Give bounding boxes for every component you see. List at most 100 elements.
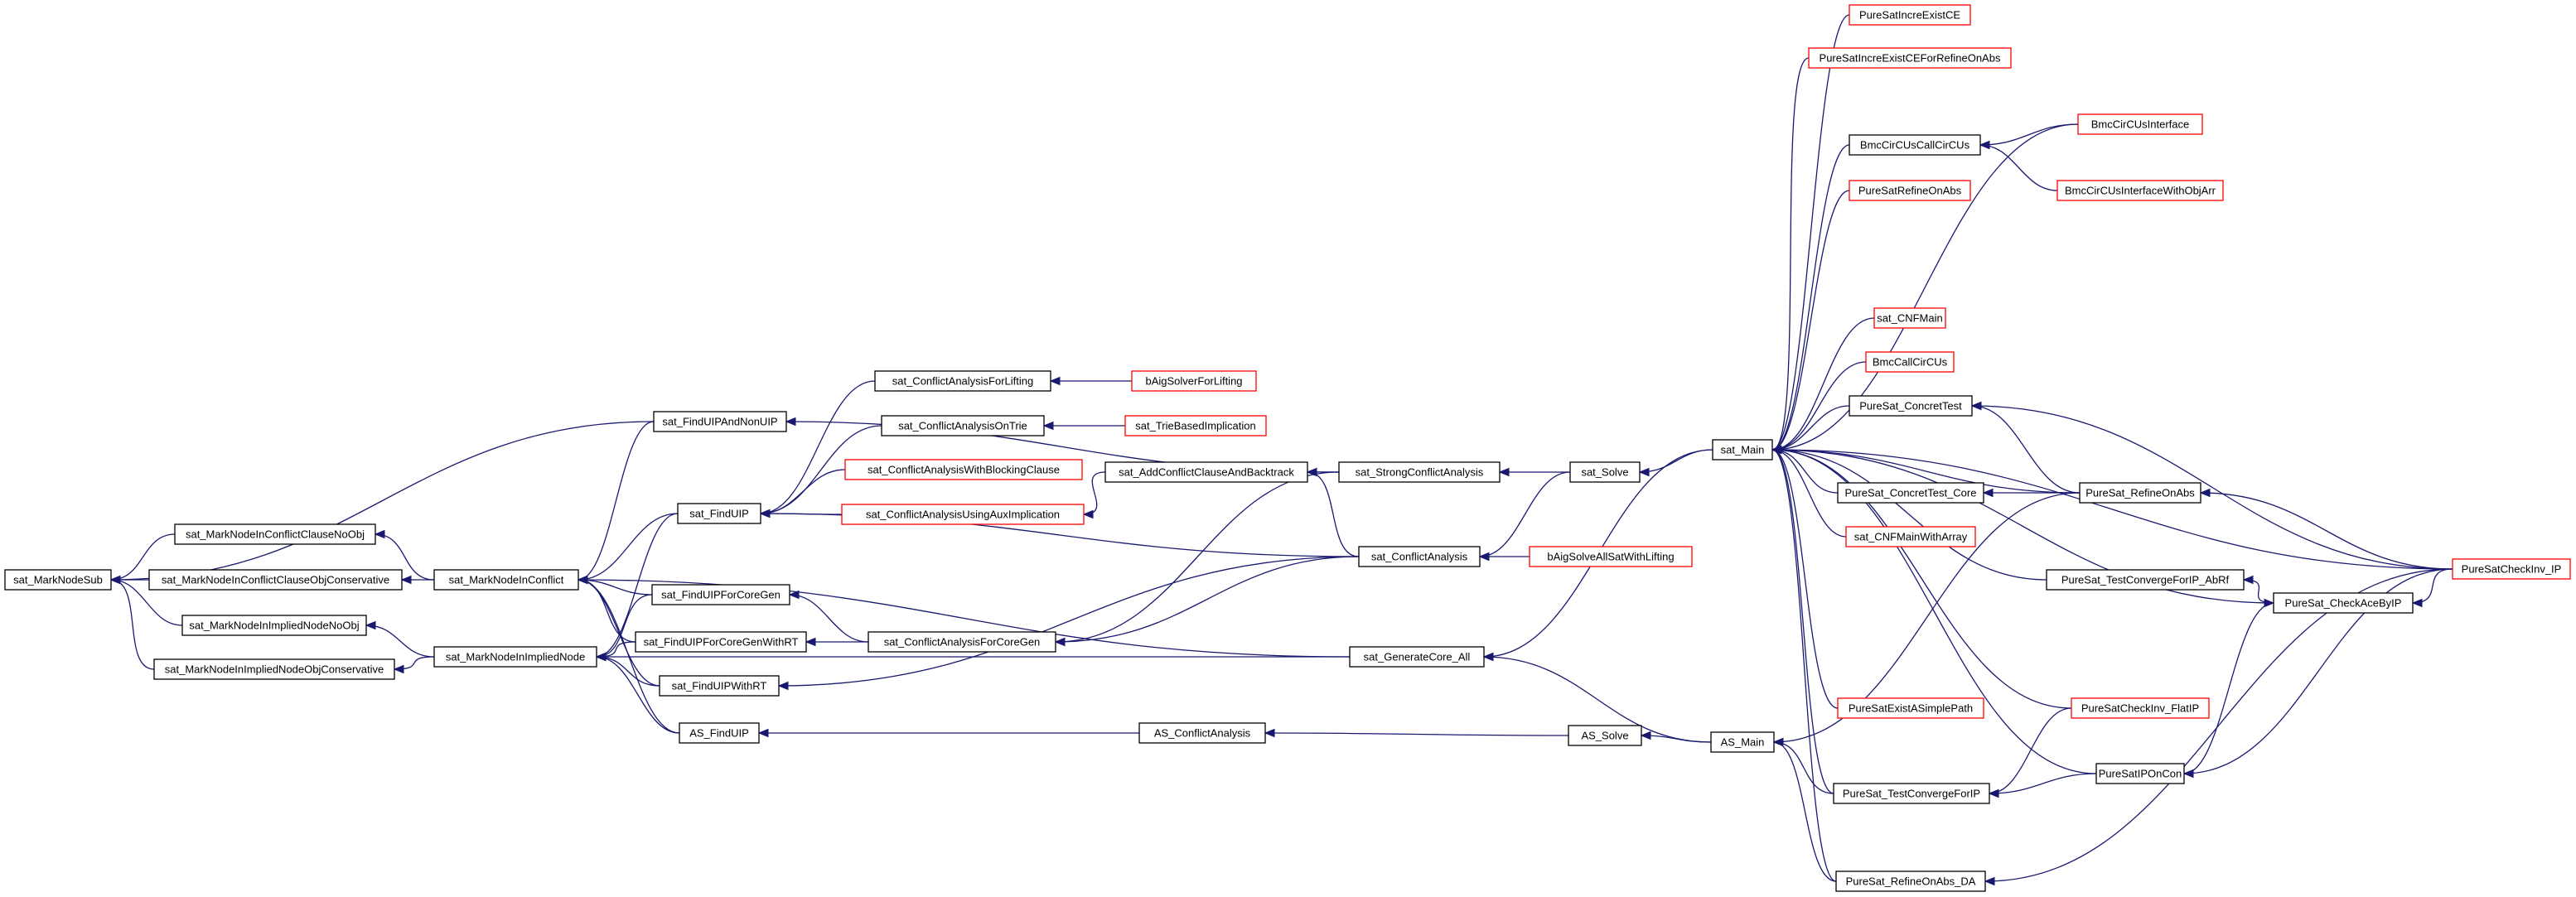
node-sat-finduipwithrt[interactable]: sat_FindUIPWithRT <box>659 675 780 697</box>
node-bmccircusinterface[interactable]: BmcCirCUsInterface <box>2077 113 2203 135</box>
node-sat-finduipforcoregen[interactable]: sat_FindUIPForCoreGen <box>651 584 790 605</box>
node-sat-marknodeinconflict[interactable]: sat_MarkNodeInConflict <box>433 569 579 591</box>
node-label: AS_Solve <box>1581 730 1628 742</box>
node-box <box>153 658 395 680</box>
node-box <box>2046 569 2245 591</box>
node-sat-cnfmain[interactable]: sat_CNFMain <box>1873 307 1946 329</box>
node-sat-generatecore-all[interactable]: sat_GenerateCore_All <box>1349 646 1485 668</box>
node-baigsolveallsatwithlifting[interactable]: bAigSolveAllSatWithLifting <box>1529 546 1693 567</box>
node-box <box>1835 870 1986 892</box>
edge-arrowhead <box>1306 467 1317 477</box>
node-sat-marknodesub[interactable]: sat_MarkNodeSub <box>4 569 112 591</box>
edge-arrowhead <box>1498 467 1510 477</box>
node-sat-main[interactable]: sat_Main <box>1712 439 1773 461</box>
node-label: sat_ConflictAnalysisForCoreGen <box>884 636 1041 649</box>
node-sat-finduipforcoregenwithrt[interactable]: sat_FindUIPForCoreGenWithRT <box>635 631 807 653</box>
node-puresat-checkacebyip[interactable]: PureSat_CheckAceByIP <box>2273 592 2414 614</box>
edge-arrowhead <box>393 664 404 674</box>
node-sat-finduip[interactable]: sat_FindUIP <box>677 503 761 524</box>
node-sat-triebasedimplication[interactable]: sat_TrieBasedImplication <box>1124 415 1267 436</box>
edge-arrowhead <box>2411 598 2423 608</box>
node-layer: sat_MarkNodeSub sat_MarkNodeInConflictCla… <box>4 4 2571 892</box>
node-label: PureSatExistASimplePath <box>1849 702 1973 715</box>
node-as-main[interactable]: AS_Main <box>1710 731 1775 753</box>
node-sat-finduipandnonuip[interactable]: sat_FindUIPAndNonUIP <box>653 411 787 432</box>
node-puresat-refineonabs-da[interactable]: PureSat_RefineOnAbs_DA <box>1835 870 1986 892</box>
edge <box>1771 449 1837 882</box>
node-sat-marknodeinimpliednodeobjconservative[interactable]: sat_MarkNodeInImpliedNodeObjConservative <box>153 658 395 680</box>
node-baigsolverforlifting[interactable]: bAigSolverForLifting <box>1131 370 1257 392</box>
node-sat-marknodeinimpliednodenoobj[interactable]: sat_MarkNodeInImpliedNodeNoObj <box>181 615 367 636</box>
node-puresat-testconvergeforip-abrf[interactable]: PureSat_TestConvergeForIP_AbRf <box>2046 569 2245 591</box>
edge-arrowhead <box>777 681 789 691</box>
node-box <box>881 415 1045 436</box>
node-label: sat_MarkNodeInConflictClauseObjConservat… <box>162 574 389 586</box>
node-puresatincreexistceforrefineonabs[interactable]: PureSatIncreExistCEForRefineOnAbs <box>1808 47 2012 69</box>
edge <box>1479 471 1571 557</box>
edge-arrowhead <box>1979 140 1990 150</box>
node-label: sat_FindUIPWithRT <box>672 680 767 692</box>
node-as-finduip[interactable]: AS_FindUIP <box>679 722 760 744</box>
node-box <box>1104 461 1308 483</box>
node-puresatcheckinv-ip[interactable]: PureSatCheckInv_IP <box>2452 558 2571 580</box>
edge <box>1771 361 1867 451</box>
edge <box>1771 449 1839 709</box>
node-puresatexistasimplepath[interactable]: PureSatExistASimplePath <box>1837 697 1984 719</box>
edge <box>578 579 653 596</box>
node-bmccircusinterfacewithobjarr[interactable]: BmcCirCUsInterfaceWithObjArr <box>2056 180 2224 201</box>
node-sat-addconflictclauseandbacktrack[interactable]: sat_AddConflictClauseAndBacktrack <box>1104 461 1308 483</box>
node-box <box>677 503 761 524</box>
node-puresat-testconvergeforip[interactable]: PureSat_TestConvergeForIP <box>1833 783 1990 804</box>
node-puresatrefineonabs[interactable]: PureSatRefineOnAbs <box>1849 180 1971 201</box>
edge <box>1771 449 1834 794</box>
node-sat-strongconflictanalysis[interactable]: sat_StrongConflictAnalysis <box>1338 461 1501 483</box>
node-label: AS_Main <box>1721 736 1765 749</box>
node-puresat-concrettest[interactable]: PureSat_ConcretTest <box>1849 395 1973 417</box>
node-sat-conflictanalysisontrie[interactable]: sat_ConflictAnalysisOnTrie <box>881 415 1045 436</box>
node-sat-solve[interactable]: sat_Solve <box>1569 461 1641 483</box>
node-as-solve[interactable]: AS_Solve <box>1568 725 1642 746</box>
node-puresatincreexistce[interactable]: PureSatIncreExistCE <box>1849 4 1971 26</box>
edge-arrowhead <box>2182 769 2194 779</box>
node-box <box>1568 725 1642 746</box>
node-puresat-concrettest-core[interactable]: PureSat_ConcretTest_Core <box>1837 482 1984 504</box>
node-label: BmcCirCUsInterfaceWithObjArr <box>2065 185 2216 197</box>
node-box <box>1808 47 2012 69</box>
node-sat-marknodeinconflictclauseobjconservative[interactable]: sat_MarkNodeInConflictClauseObjConservat… <box>148 569 403 591</box>
node-puresat-refineonabs[interactable]: PureSat_RefineOnAbs <box>2079 482 2201 504</box>
node-label: PureSat_CheckAceByIP <box>2285 597 2402 610</box>
node-label: sat_ConflictAnalysisOnTrie <box>898 420 1027 432</box>
edge <box>1771 449 1847 538</box>
node-as-conflictanalysis[interactable]: AS_ConflictAnalysis <box>1138 722 1266 744</box>
node-sat-marknodeinconflictclausenoobj[interactable]: sat_MarkNodeInConflictClauseNoObj <box>174 523 376 545</box>
node-box <box>2079 482 2201 504</box>
edge <box>1771 144 1850 451</box>
node-puresatiponcon[interactable]: PureSatIPOnCon <box>2095 763 2185 784</box>
node-sat-conflictanalysisforcoregen[interactable]: sat_ConflictAnalysisForCoreGen <box>868 631 1056 653</box>
node-box <box>1845 526 1976 547</box>
edge-arrowhead <box>805 637 816 647</box>
edge <box>1979 123 2079 146</box>
edge <box>1771 449 1839 494</box>
node-bmccallcircus[interactable]: BmcCallCirCUs <box>1865 351 1955 373</box>
node-box <box>181 615 367 636</box>
node-box <box>651 584 790 605</box>
node-sat-conflictanalysiswithblockingclause[interactable]: sat_ConflictAnalysisWithBlockingClause <box>844 459 1083 480</box>
node-label: PureSatCheckInv_FlatIP <box>2081 702 2199 715</box>
node-label: sat_FindUIPAndNonUIP <box>662 416 777 428</box>
node-box <box>1569 461 1641 483</box>
node-bmccircuscallcircus[interactable]: BmcCirCUsCallCirCUs <box>1849 134 1981 156</box>
node-box <box>1849 180 1971 201</box>
node-sat-conflictanalysisforlifting[interactable]: sat_ConflictAnalysisForLifting <box>874 370 1051 392</box>
node-sat-conflictanalysisusingauximplication[interactable]: sat_ConflictAnalysisUsingAuxImplication <box>841 504 1085 525</box>
node-sat-marknodeinimpliednode[interactable]: sat_MarkNodeInImpliedNode <box>433 646 597 668</box>
node-label: PureSat_TestConvergeForIP_AbRf <box>2061 574 2230 586</box>
edge <box>1773 741 1834 794</box>
node-sat-cnfmainwitharray[interactable]: sat_CNFMainWithArray <box>1845 526 1976 547</box>
node-box <box>1837 482 1984 504</box>
edge <box>1771 405 1850 451</box>
edge <box>1055 556 1360 643</box>
node-puresatcheckinv-flatip[interactable]: PureSatCheckInv_FlatIP <box>2071 697 2210 719</box>
edge <box>1771 449 2097 774</box>
node-sat-conflictanalysis[interactable]: sat_ConflictAnalysis <box>1358 546 1481 567</box>
